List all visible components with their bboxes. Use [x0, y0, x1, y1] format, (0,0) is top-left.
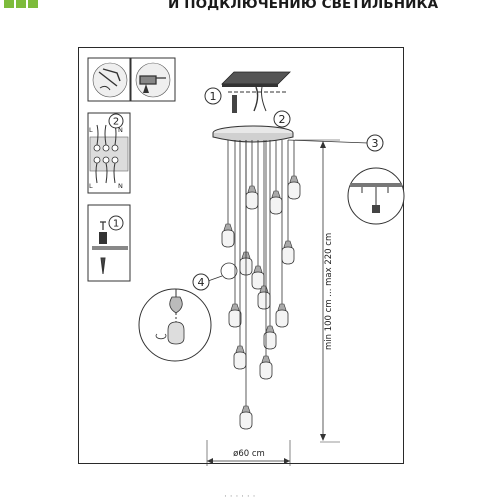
pendant-shade — [233, 351, 247, 370]
ceiling-inset: 3 — [287, 134, 405, 225]
footer-code: · · · · · · — [224, 492, 256, 502]
wire-label-L-top: L — [89, 126, 93, 134]
wire-label-L-bottom: L — [89, 182, 93, 190]
diagram-frame — [78, 47, 404, 464]
ceiling-mount: 1 2 — [204, 71, 291, 128]
pliers-icon — [98, 68, 121, 87]
pendant-shade — [221, 229, 235, 248]
drill-icon — [139, 75, 166, 85]
wire-label-N-top: N — [118, 126, 123, 134]
wiring-panel: L N L N 2 — [87, 112, 131, 194]
pendant-shade — [245, 191, 259, 210]
mounting-panel: 1 — [87, 204, 131, 282]
pendant-shade — [239, 411, 253, 430]
drill-panel — [130, 57, 176, 102]
diameter-dimension: ø60 cm — [206, 440, 291, 466]
pendant-shade — [259, 361, 273, 380]
pendant-shade — [269, 196, 283, 215]
shade-install-inset: 4 — [138, 262, 238, 362]
pendant-shade — [275, 309, 289, 328]
wire-label-N-bottom: N — [118, 182, 123, 190]
pendant-shade — [228, 309, 242, 328]
diameter-label: ø60 cm — [233, 449, 265, 459]
callout-panel-1: 1 — [113, 219, 119, 230]
pendant-lamps — [221, 140, 301, 430]
pendant-shade — [287, 181, 301, 200]
callout-step-3: 3 — [372, 137, 379, 150]
page-title: И ПОДКЛЮЧЕНИЮ СВЕТИЛЬНИКА — [168, 0, 439, 12]
callout-step-2: 2 — [279, 113, 286, 126]
height-range-label: min 100 cm ... max 220 cm — [324, 233, 334, 350]
pendant-shade — [257, 291, 271, 310]
height-dimension: min 100 cm ... max 220 cm — [295, 139, 340, 443]
callout-step-4: 4 — [198, 276, 205, 289]
callout-step-1: 1 — [210, 90, 217, 103]
tools-panel — [87, 57, 131, 102]
pendant-shade — [281, 246, 295, 265]
brand-logo — [4, 0, 38, 8]
callout-panel-2: 2 — [113, 117, 119, 128]
